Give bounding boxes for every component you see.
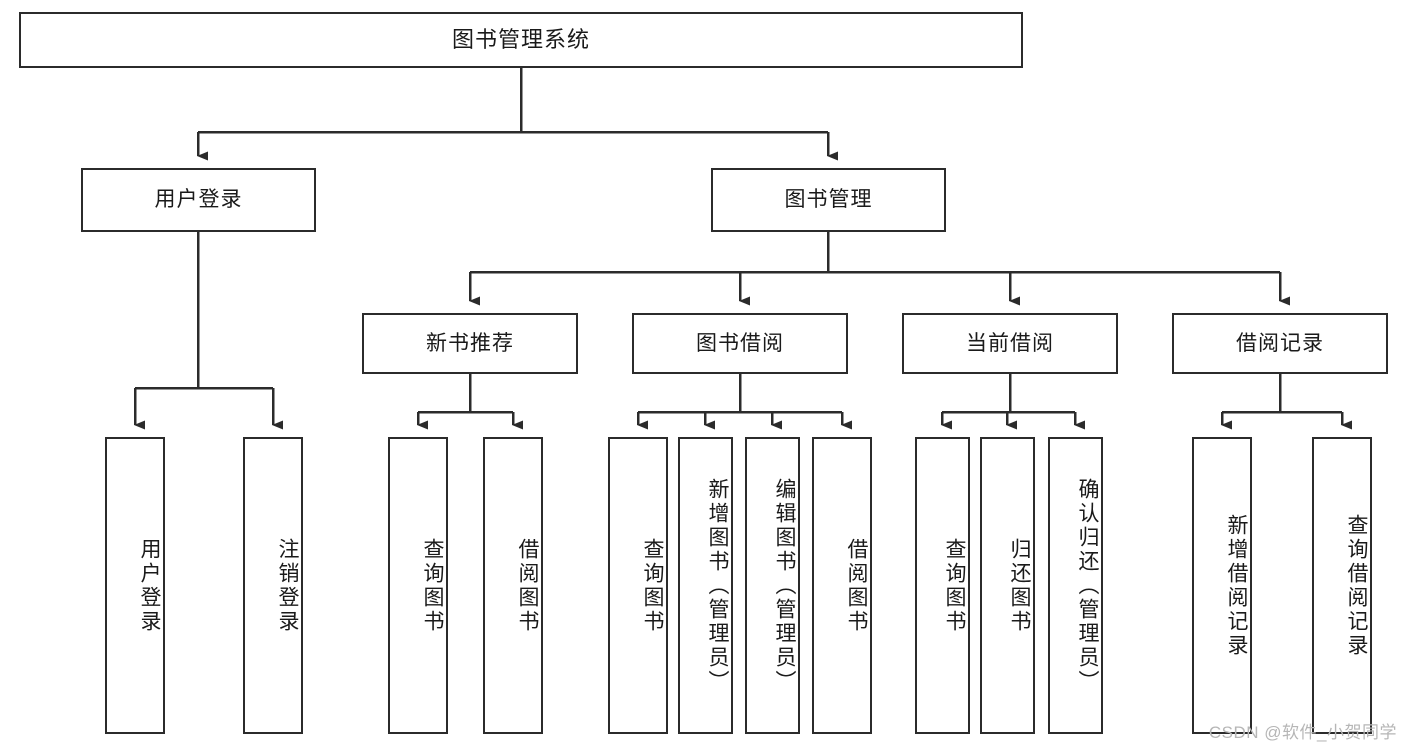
node-book-borrow[interactable]: 图书借阅 — [632, 313, 848, 374]
node-label: 新增借阅记录 — [1225, 513, 1248, 658]
node-leaf-logout-login[interactable]: 注销登录 — [243, 437, 303, 734]
node-label: 确认归还（管理员） — [1076, 477, 1099, 694]
node-leaf-query-borrow-record[interactable]: 查询借阅记录 — [1312, 437, 1372, 734]
node-leaf-add-book[interactable]: 新增图书（管理员） — [678, 437, 733, 734]
node-label: 借阅图书 — [516, 537, 539, 634]
node-user-login[interactable]: 用户登录 — [81, 168, 316, 232]
node-label: 查询借阅记录 — [1345, 513, 1368, 658]
node-label: 新书推荐 — [426, 331, 514, 355]
watermark-label: CSDN @软件_小贺同学 — [1208, 723, 1397, 742]
node-leaf-query-book-2[interactable]: 查询图书 — [608, 437, 668, 734]
node-label: 查询图书 — [641, 537, 664, 634]
node-new-book-recommend[interactable]: 新书推荐 — [362, 313, 578, 374]
node-leaf-confirm-return[interactable]: 确认归还（管理员） — [1048, 437, 1103, 734]
node-leaf-add-borrow-record[interactable]: 新增借阅记录 — [1192, 437, 1252, 734]
node-leaf-borrow-book-2[interactable]: 借阅图书 — [812, 437, 872, 734]
node-label: 查询图书 — [943, 537, 966, 634]
node-label: 查询图书 — [421, 537, 444, 634]
node-label: 新增图书（管理员） — [706, 477, 729, 694]
node-leaf-borrow-book-1[interactable]: 借阅图书 — [483, 437, 543, 734]
node-label: 图书管理系统 — [451, 26, 590, 52]
node-label: 借阅图书 — [845, 537, 868, 634]
node-system-title[interactable]: 图书管理系统 — [19, 12, 1023, 68]
node-label: 用户登录 — [138, 537, 161, 634]
node-leaf-query-book-3[interactable]: 查询图书 — [915, 437, 970, 734]
node-label: 用户登录 — [154, 188, 243, 212]
node-label: 注销登录 — [276, 537, 299, 634]
node-label: 借阅记录 — [1236, 331, 1324, 355]
edge-paths — [133, 68, 1352, 430]
node-current-borrow[interactable]: 当前借阅 — [902, 313, 1118, 374]
node-leaf-user-login[interactable]: 用户登录 — [105, 437, 165, 734]
node-label: 编辑图书（管理员） — [773, 477, 796, 694]
node-borrow-record[interactable]: 借阅记录 — [1172, 313, 1388, 374]
node-leaf-query-book-1[interactable]: 查询图书 — [388, 437, 448, 734]
node-leaf-edit-book[interactable]: 编辑图书（管理员） — [745, 437, 800, 734]
node-label: 当前借阅 — [966, 331, 1054, 355]
node-book-management[interactable]: 图书管理 — [711, 168, 946, 232]
node-leaf-return-book[interactable]: 归还图书 — [980, 437, 1035, 734]
node-label: 图书管理 — [784, 188, 873, 212]
node-label: 图书借阅 — [696, 331, 784, 355]
node-label: 归还图书 — [1008, 537, 1031, 634]
